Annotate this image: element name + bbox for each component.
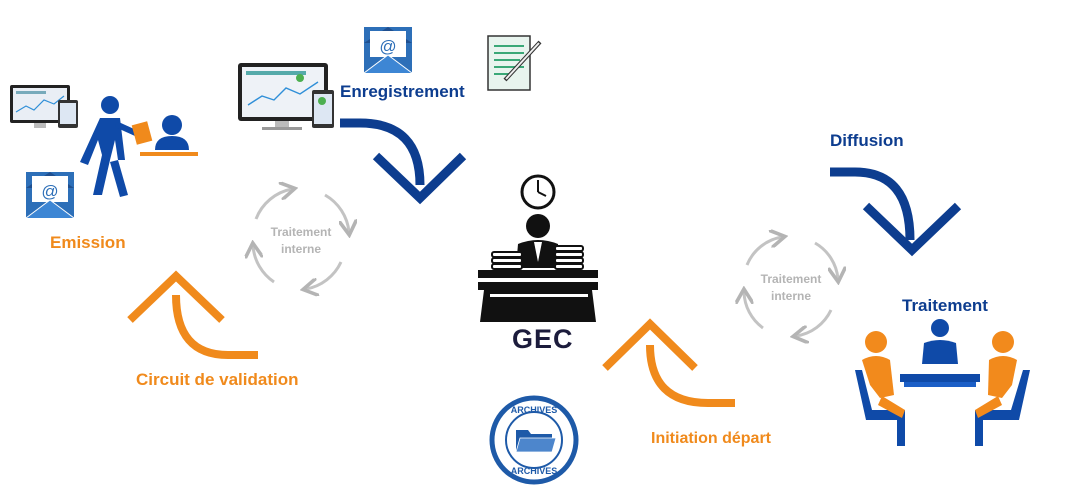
cycle-arrows-right	[744, 237, 838, 336]
email-at-symbol: @	[379, 37, 396, 56]
label-traitement-interne-right: Traitement interne	[760, 272, 822, 303]
archives-seal-icon: ARCHIVES ARCHIVES	[489, 395, 579, 485]
arrow-diffusion	[830, 167, 962, 257]
person-walking-icon	[80, 96, 153, 197]
label-enregistrement: Enregistrement	[340, 82, 465, 101]
email-icon-top: @	[363, 27, 413, 74]
label-traitement-interne-left: Traitement interne	[270, 225, 332, 256]
label-traitement: Traitement	[902, 296, 988, 315]
meeting-table-icon	[855, 319, 1030, 446]
arrow-initiation-depart	[602, 318, 735, 407]
label-initiation-depart: Initiation départ	[651, 430, 771, 447]
label-circuit-validation: Circuit de validation	[136, 370, 299, 389]
archives-text-bottom: ARCHIVES	[511, 466, 558, 476]
email-icon-left: @	[25, 172, 75, 219]
desk-worker-icon	[478, 214, 598, 322]
arrow-enregistrement	[340, 118, 467, 205]
computer-devices-icon	[10, 85, 78, 128]
clock-icon	[520, 174, 556, 210]
computer-devices-icon-2	[238, 63, 334, 130]
label-emission: Emission	[50, 233, 126, 252]
desk-person-icon	[140, 115, 198, 156]
cycle-arrows-left	[253, 189, 349, 289]
document-pen-icon	[487, 35, 542, 91]
email-at-symbol: @	[41, 182, 58, 201]
arrow-circuit-validation	[127, 270, 258, 359]
label-diffusion: Diffusion	[830, 131, 904, 150]
archives-text-top: ARCHIVES	[511, 405, 558, 415]
label-gec: GEC	[512, 324, 574, 354]
